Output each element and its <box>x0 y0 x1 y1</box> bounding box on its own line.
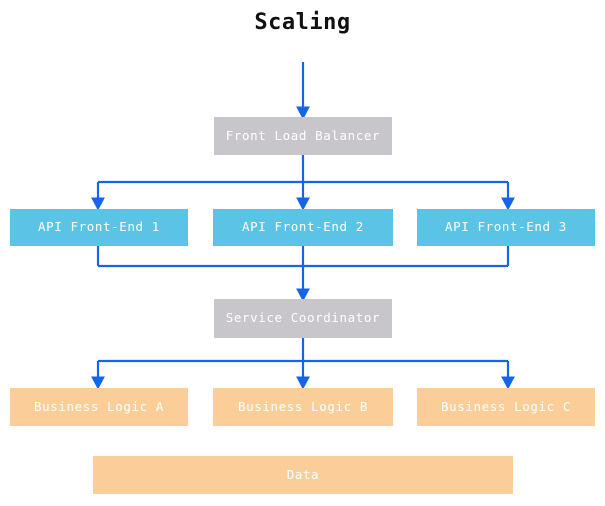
node-api-front-end-2[interactable]: API Front-End 2 <box>213 209 393 246</box>
node-business-logic-a-label: Business Logic A <box>33 398 164 414</box>
node-service-coordinator[interactable]: Service Coordinator <box>214 299 392 338</box>
node-api-front-end-3[interactable]: API Front-End 3 <box>417 209 595 246</box>
node-api-front-end-1[interactable]: API Front-End 1 <box>10 209 188 246</box>
node-business-logic-a[interactable]: Business Logic A <box>10 388 188 426</box>
node-service-coordinator-label: Service Coordinator <box>225 310 381 326</box>
node-business-logic-b-label: Business Logic B <box>237 398 368 414</box>
node-front-load-balancer-label: Front Load Balancer <box>225 127 381 143</box>
node-business-logic-c-label: Business Logic C <box>440 398 571 414</box>
page-title: Scaling <box>254 10 351 35</box>
node-business-logic-c[interactable]: Business Logic C <box>417 388 595 426</box>
node-data-label: Data <box>286 466 320 482</box>
node-api-front-end-1-label: API Front-End 1 <box>38 219 160 235</box>
node-business-logic-b[interactable]: Business Logic B <box>213 388 393 426</box>
node-data[interactable]: Data <box>93 456 513 494</box>
node-api-front-end-2-label: API Front-End 2 <box>242 219 364 235</box>
node-api-front-end-3-label: API Front-End 3 <box>445 219 567 235</box>
node-front-load-balancer[interactable]: Front Load Balancer <box>214 117 392 155</box>
